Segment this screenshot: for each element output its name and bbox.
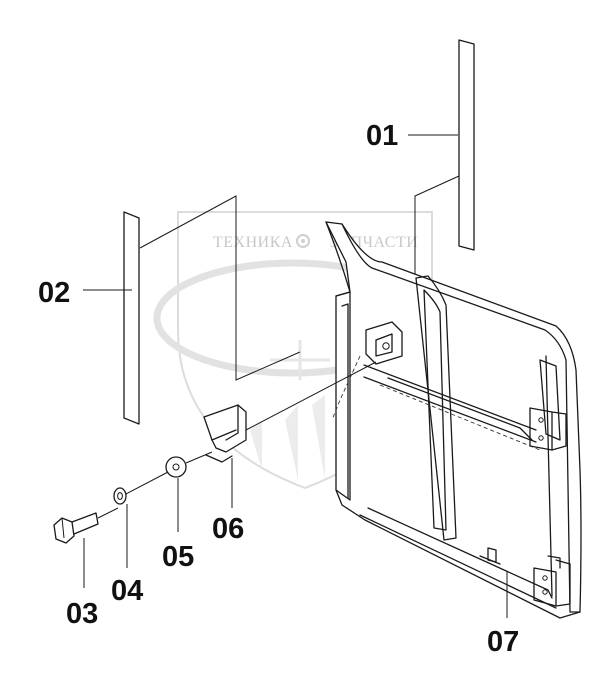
- callout-04: 04: [111, 575, 143, 607]
- assembly-axis: [97, 361, 377, 519]
- part-07-panel: [325, 221, 582, 619]
- callout-07: 07: [487, 626, 519, 658]
- callout-05: 05: [162, 541, 194, 573]
- gear-icon: [296, 234, 310, 248]
- callout-02: 02: [38, 277, 70, 309]
- part-01-strip: [408, 39, 475, 300]
- callout-06: 06: [212, 513, 244, 545]
- part-06-clip: [203, 404, 247, 508]
- callout-03: 03: [66, 598, 98, 630]
- part-05-washer: [165, 456, 187, 532]
- callout-01: 01: [366, 120, 398, 152]
- part-02-strip: [83, 195, 301, 425]
- watermark-text-left: ТЕХНИКА: [213, 234, 293, 251]
- part-04-lock-washer: [113, 487, 128, 568]
- part-03-bolt: [53, 512, 99, 588]
